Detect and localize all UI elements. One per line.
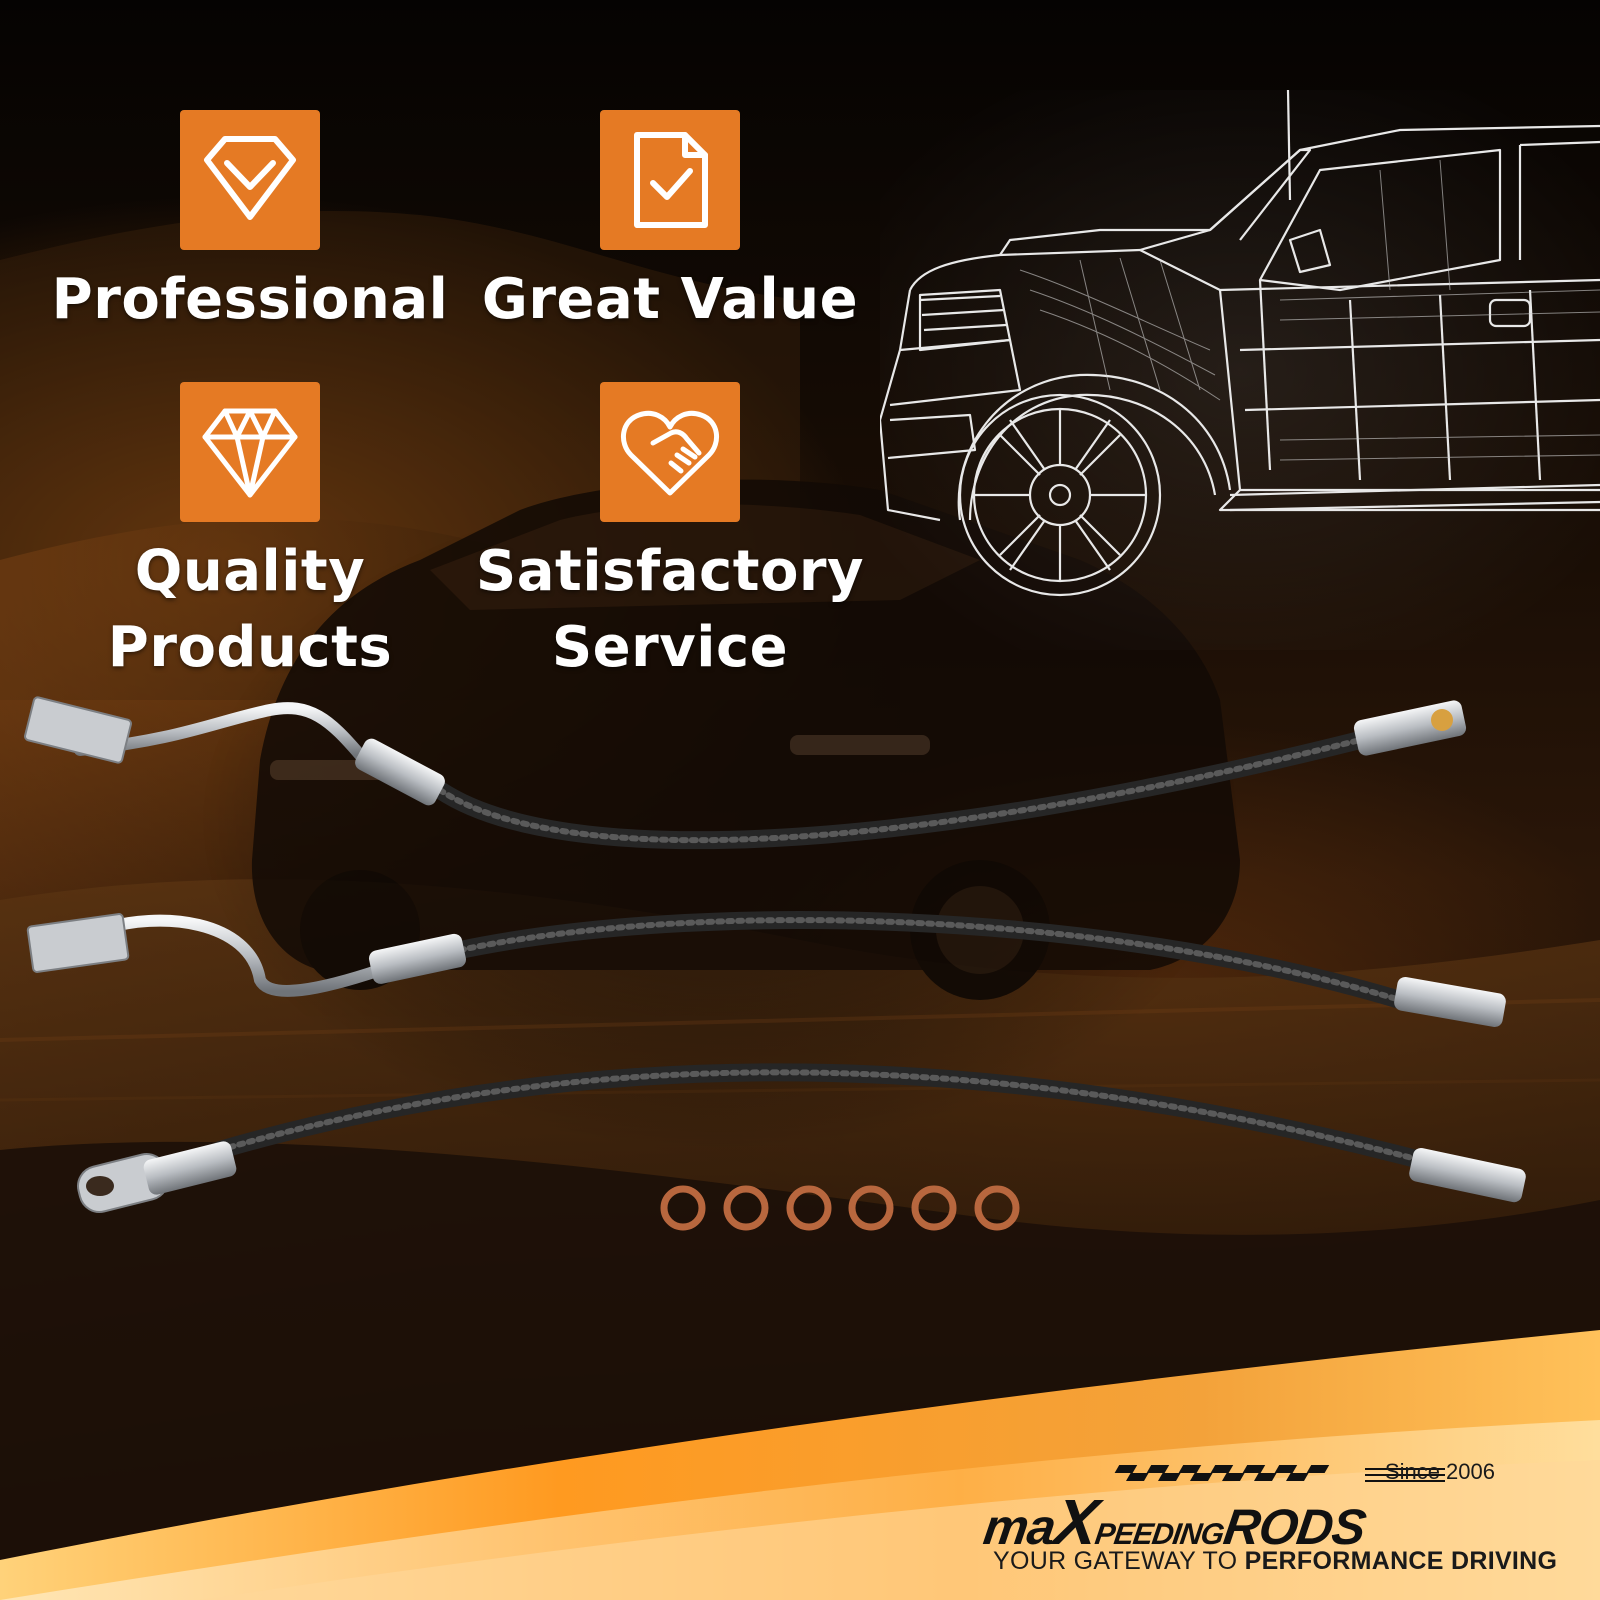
diamond-check-icon	[204, 136, 296, 220]
tagline-light: YOUR GATEWAY TO	[993, 1547, 1245, 1575]
brand-tagline: YOUR GATEWAY TO PERFORMANCE DRIVING	[993, 1547, 1557, 1576]
feature-label-line1: Quality	[134, 539, 366, 604]
brand-logo: Since 2006 maXPEEDINGRODS YOUR GATEWAY T…	[980, 1455, 1557, 1590]
brake-hose-2	[26, 911, 1506, 1028]
feature-label-line2: Products	[107, 615, 393, 680]
feature-icon-tile	[600, 382, 740, 522]
feature-label-line2: Service	[551, 615, 789, 680]
feature-icon-tile	[180, 382, 320, 522]
feature-great-value: Great Value	[470, 110, 870, 338]
feature-icon-tile	[600, 110, 740, 250]
document-check-icon	[634, 132, 708, 228]
tagline-bold: PERFORMANCE DRIVING	[1244, 1547, 1558, 1575]
feature-quality-products: Quality Products	[40, 382, 460, 686]
checkered-flag-graphic	[1114, 1465, 1445, 1482]
feature-label: Great Value	[481, 267, 859, 332]
truck-wireframe-image	[880, 90, 1600, 650]
feature-professional: Professional	[40, 110, 460, 338]
gem-icon	[202, 408, 298, 498]
feature-satisfactory-service: Satisfactory Service	[470, 382, 870, 686]
feature-icon-tile	[180, 110, 320, 250]
brake-hoses-image	[24, 696, 1526, 1231]
heart-handshake-icon	[621, 410, 719, 496]
feature-label-line1: Satisfactory	[475, 539, 865, 604]
brake-hose-1	[24, 696, 1467, 850]
since-year: Since 2006	[1384, 1459, 1495, 1484]
feature-label: Professional	[51, 267, 449, 332]
copper-washers	[660, 1185, 1020, 1231]
brake-hose-3	[77, 1063, 1526, 1213]
